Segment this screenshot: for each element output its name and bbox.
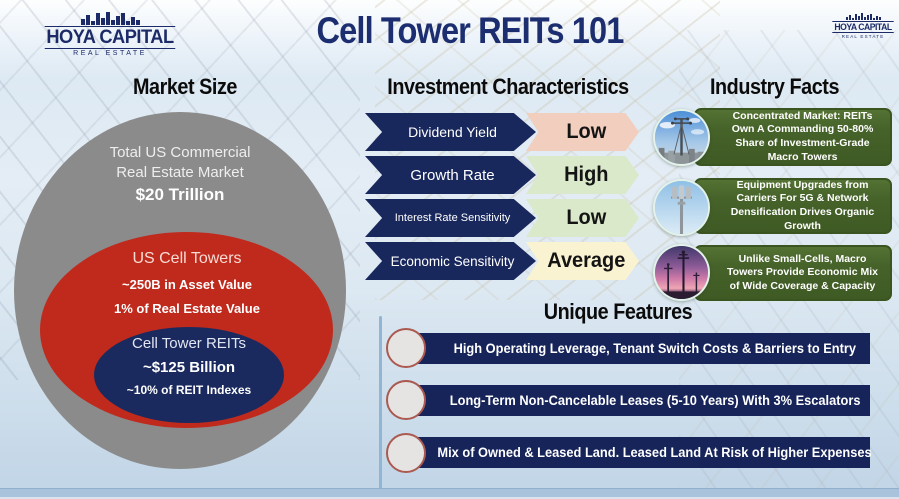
footer-edge <box>0 497 899 499</box>
characteristic-label-economic-sensitivity: Economic Sensitivity <box>365 242 536 280</box>
fact-text: Equipment Upgrades from Carriers For 5G … <box>730 178 875 232</box>
feature-text: Mix of Owned & Leased Land. Leased Land … <box>437 445 873 460</box>
sunset-towers-illustration <box>655 246 708 299</box>
outer-line1: Total US Commercial <box>109 144 251 161</box>
inner-circle-text: Cell Tower REITs ~$125 Billion ~10% of R… <box>39 335 339 397</box>
fact-text: Concentrated Market: REITs Own A Command… <box>731 109 874 163</box>
characteristic-label-dividend-yield: Dividend Yield <box>365 113 536 151</box>
inner-value: ~$125 Billion <box>142 359 236 376</box>
investment-characteristics-heading: Investment Characteristics <box>387 74 629 99</box>
feature-bullet-circle <box>386 433 426 473</box>
market-circle-cell-tower-reits <box>94 327 284 423</box>
characteristic-label-interest-rate-sensitivity: Interest Rate Sensitivity <box>365 199 536 237</box>
industry-facts-heading: Industry Facts <box>709 74 840 99</box>
middle-stat2: 1% of Real Estate Value <box>114 301 260 316</box>
middle-stat1: ~250B in Asset Value <box>122 277 252 292</box>
feature-connector-line <box>379 316 382 494</box>
outer-line2: Real Estate Market <box>116 164 244 181</box>
fact-card-equipment-upgrades: Equipment Upgrades from Carriers For 5G … <box>694 178 892 234</box>
unique-features-heading: Unique Features <box>543 299 693 324</box>
inner-stat: ~10% of REIT Indexes <box>126 383 252 397</box>
sunset-towers-photo <box>653 244 710 301</box>
characteristic-value-economic-sensitivity: Average <box>525 242 640 280</box>
inner-label: Cell Tower REITs <box>132 335 246 352</box>
characteristic-value-interest-rate-sensitivity: Low <box>525 199 640 237</box>
market-size-heading: Market Size <box>132 74 238 99</box>
feature-text: High Operating Leverage, Tenant Switch C… <box>453 341 857 356</box>
characteristic-value-dividend-yield: Low <box>525 113 640 151</box>
macro-tower-city-photo <box>653 109 710 166</box>
brand-name: HOYA CAPITAL <box>44 26 176 50</box>
city-skyline-icon <box>42 12 178 25</box>
fact-text: Unlike Small-Cells, Macro Towers Provide… <box>727 252 878 292</box>
outer-value: $20 Trillion <box>135 185 225 204</box>
feature-bar-long-term-leases: Long-Term Non-Cancelable Leases (5-10 Ye… <box>418 385 870 416</box>
hoya-capital-logo-right: HOYA CAPITAL REAL ESTATE <box>831 13 895 39</box>
footer-band <box>0 488 899 497</box>
middle-circle-text: US Cell Towers ~250B in Asset Value 1% o… <box>37 250 337 316</box>
page-title: Cell Tower REITs 101 <box>316 10 625 51</box>
brand-name: HOYA CAPITAL <box>832 21 894 34</box>
feature-bar-operating-leverage: High Operating Leverage, Tenant Switch C… <box>418 333 870 364</box>
macro-tower-city-illustration <box>655 111 708 164</box>
cell-antenna-photo <box>653 179 710 236</box>
brand-subtitle: REAL ESTATE <box>841 34 885 40</box>
characteristic-value-growth-rate: High <box>525 156 640 194</box>
feature-bullet-circle <box>386 380 426 420</box>
characteristic-label-growth-rate: Growth Rate <box>365 156 536 194</box>
fact-card-macro-vs-small-cells: Unlike Small-Cells, Macro Towers Provide… <box>694 245 892 301</box>
fact-card-concentrated-market: Concentrated Market: REITs Own A Command… <box>694 108 892 166</box>
hoya-capital-logo-left: HOYA CAPITAL REAL ESTATE <box>42 12 178 57</box>
city-skyline-icon <box>831 13 895 20</box>
feature-text: Long-Term Non-Cancelable Leases (5-10 Ye… <box>449 393 861 408</box>
feature-bullet-circle <box>386 328 426 368</box>
cell-antenna-illustration <box>655 181 708 234</box>
feature-bar-owned-leased-land: Mix of Owned & Leased Land. Leased Land … <box>418 437 873 468</box>
middle-label: US Cell Towers <box>132 250 242 267</box>
outer-circle-text: Total US Commercial Real Estate Market $… <box>30 143 330 205</box>
brand-subtitle: REAL ESTATE <box>73 50 147 58</box>
